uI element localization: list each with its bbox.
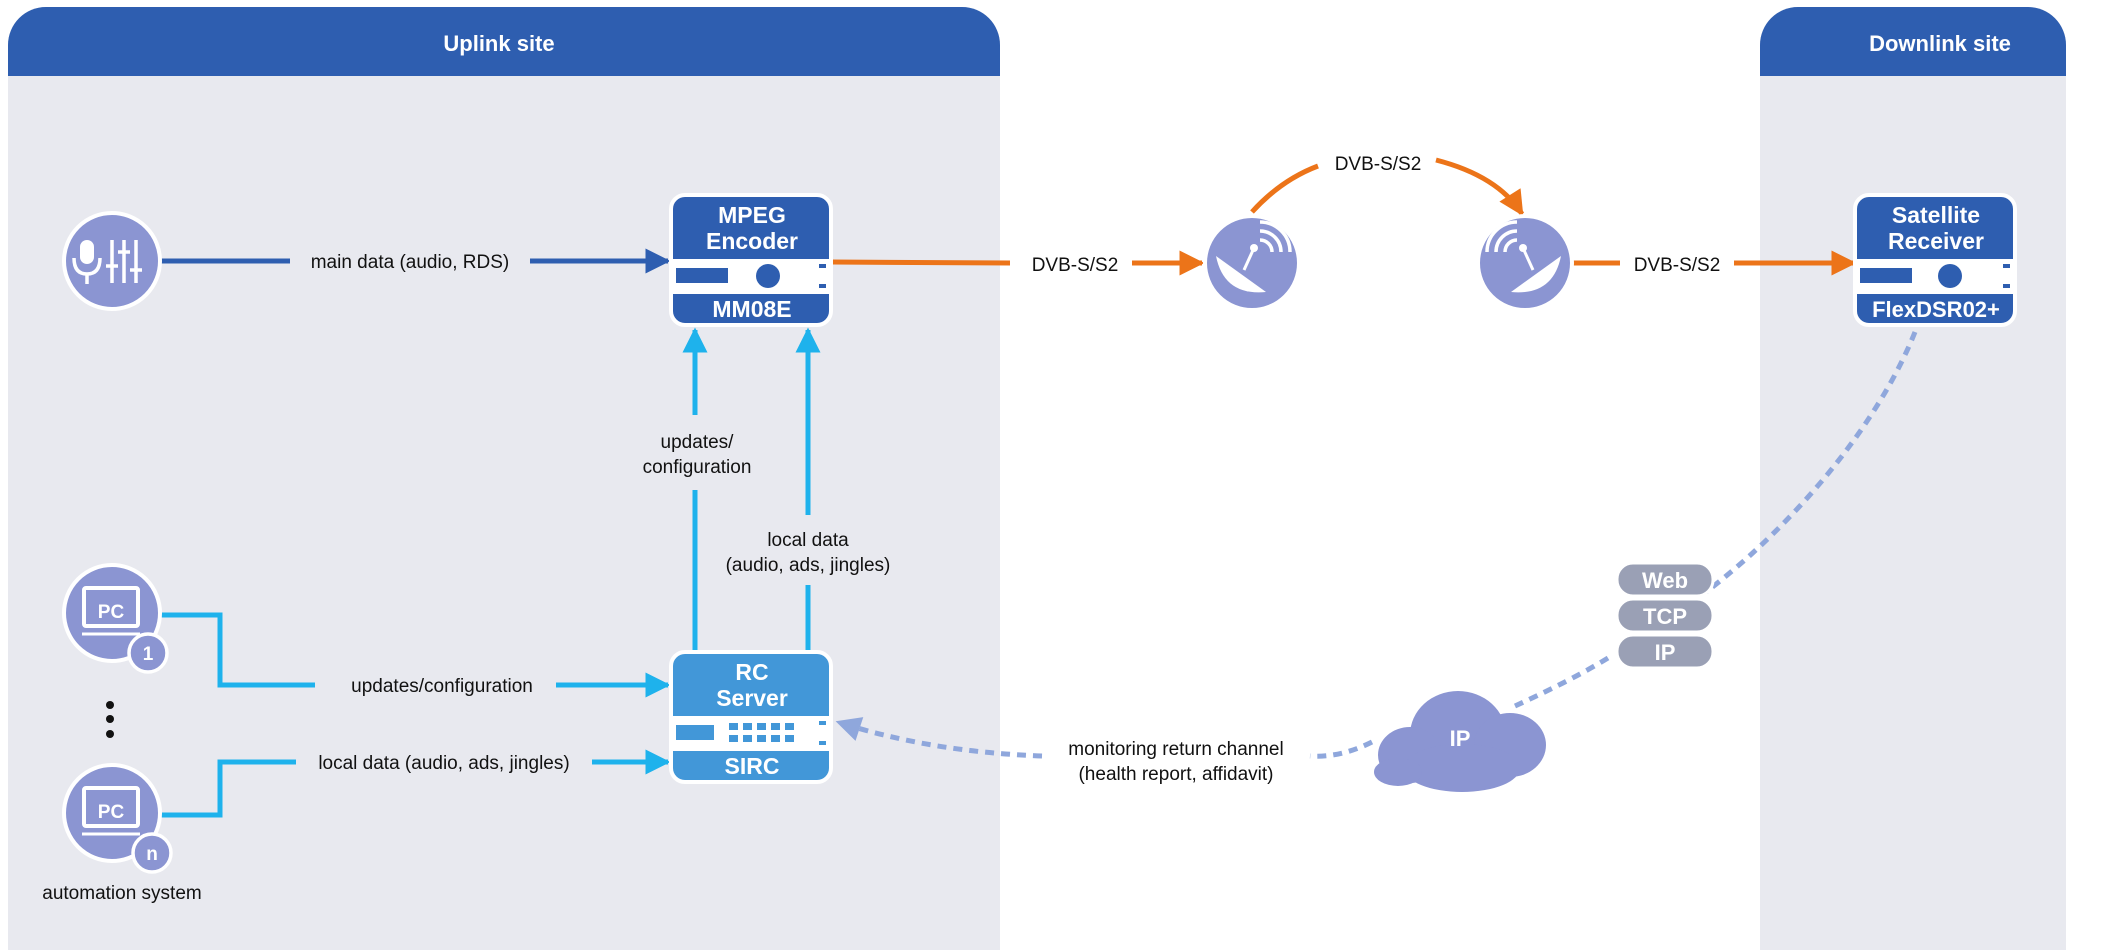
label-main-data: main data (audio, RDS) bbox=[311, 252, 510, 273]
server-rack-icon bbox=[673, 716, 829, 751]
pc-1-node: PC 1 bbox=[62, 563, 169, 674]
receiver-title-1: Satellite bbox=[1892, 202, 1980, 228]
pc-n-label: PC bbox=[98, 802, 125, 823]
link-server-encoder-updates: updates/ configuration bbox=[643, 327, 752, 650]
label-updates-vertical-1: updates/ bbox=[661, 432, 735, 453]
downlink-title: Downlink site bbox=[1869, 31, 2011, 56]
protocol-stack: Web TCP IP bbox=[1615, 561, 1715, 670]
link-monitoring-return: monitoring return channel (health report… bbox=[835, 331, 1918, 785]
rack-unit-icon bbox=[673, 259, 829, 294]
pc-1-badge bbox=[127, 632, 169, 674]
stack-ip: IP bbox=[1655, 640, 1676, 665]
pc-n-badge bbox=[131, 832, 173, 874]
satellite-dish-icon bbox=[1216, 220, 1292, 293]
label-updates-vertical-2: configuration bbox=[643, 457, 752, 478]
monitor-icon bbox=[82, 586, 140, 636]
link-pc1-updates: updates/configuration bbox=[146, 612, 671, 698]
microphone-icon bbox=[72, 240, 102, 284]
uplink-dish-node bbox=[1203, 214, 1301, 312]
pc-1-label: PC bbox=[98, 602, 125, 623]
server-model: SIRC bbox=[725, 753, 780, 779]
stack-tcp-pill bbox=[1615, 597, 1715, 634]
label-monitoring-2: (health report, affidavit) bbox=[1078, 764, 1273, 785]
server-title-2: Server bbox=[716, 685, 788, 711]
label-local-data-pc: local data (audio, ads, jingles) bbox=[318, 753, 569, 774]
cloud-icon bbox=[1374, 691, 1546, 792]
label-updates-config-pc: updates/configuration bbox=[351, 676, 533, 697]
downlink-header bbox=[1760, 7, 2066, 76]
label-local-data-vertical-1: local data bbox=[767, 530, 849, 551]
link-main-data: main data (audio, RDS) bbox=[160, 248, 671, 274]
pc-n-badge-text: n bbox=[146, 844, 158, 865]
link-encoder-to-dish: DVB-S/S2 bbox=[831, 250, 1205, 276]
cloud-label: IP bbox=[1450, 726, 1471, 751]
label-monitoring-1: monitoring return channel bbox=[1068, 739, 1283, 760]
label-dvb-encoder-dish: DVB-S/S2 bbox=[1032, 255, 1119, 276]
uplink-title: Uplink site bbox=[443, 31, 554, 56]
link-satellite-arc: DVB-S/S2 bbox=[1250, 154, 1525, 217]
downlink-site-panel: Downlink site bbox=[1760, 7, 2066, 950]
encoder-model: MM08E bbox=[712, 296, 791, 322]
uplink-header bbox=[8, 7, 1000, 76]
downlink-dish-node bbox=[1476, 214, 1574, 312]
server-title-1: RC bbox=[735, 659, 768, 685]
satellite-dish-icon bbox=[1485, 220, 1561, 293]
monitor-icon bbox=[82, 786, 140, 836]
stack-web: Web bbox=[1642, 568, 1688, 593]
link-dish-to-receiver: DVB-S/S2 bbox=[1571, 250, 1857, 276]
link-server-encoder-local-data: local data (audio, ads, jingles) bbox=[726, 327, 891, 650]
encoder-title-1: MPEG bbox=[718, 202, 786, 228]
mixer-sliders-icon bbox=[106, 240, 142, 283]
receiver-model: FlexDSR02+ bbox=[1872, 297, 2000, 322]
stack-web-pill bbox=[1615, 561, 1715, 598]
ip-cloud: IP bbox=[1374, 691, 1546, 792]
rack-unit-icon bbox=[1857, 259, 2013, 294]
stack-ip-pill bbox=[1615, 633, 1715, 670]
label-dvb-dish-receiver: DVB-S/S2 bbox=[1634, 255, 1721, 276]
encoder-title-2: Encoder bbox=[706, 228, 798, 254]
satellite-receiver-device: Satellite Receiver FlexDSR02+ bbox=[1853, 193, 2017, 327]
rc-server-device: RC Server SIRC bbox=[669, 650, 833, 784]
receiver-title-2: Receiver bbox=[1888, 228, 1984, 254]
label-dvb-satellite: DVB-S/S2 bbox=[1335, 154, 1422, 175]
audio-mixer-node bbox=[62, 211, 162, 311]
pc-1-badge-text: 1 bbox=[143, 644, 154, 665]
label-local-data-vertical-2: (audio, ads, jingles) bbox=[726, 555, 891, 576]
mpeg-encoder-device: MPEG Encoder MM08E bbox=[669, 193, 833, 327]
automation-system-caption: automation system bbox=[42, 883, 201, 904]
more-pcs-ellipsis bbox=[106, 701, 114, 738]
link-pcn-local-data: local data (audio, ads, jingles) bbox=[158, 749, 671, 818]
pc-n-node: PC n bbox=[62, 763, 173, 874]
stack-tcp: TCP bbox=[1643, 604, 1687, 629]
